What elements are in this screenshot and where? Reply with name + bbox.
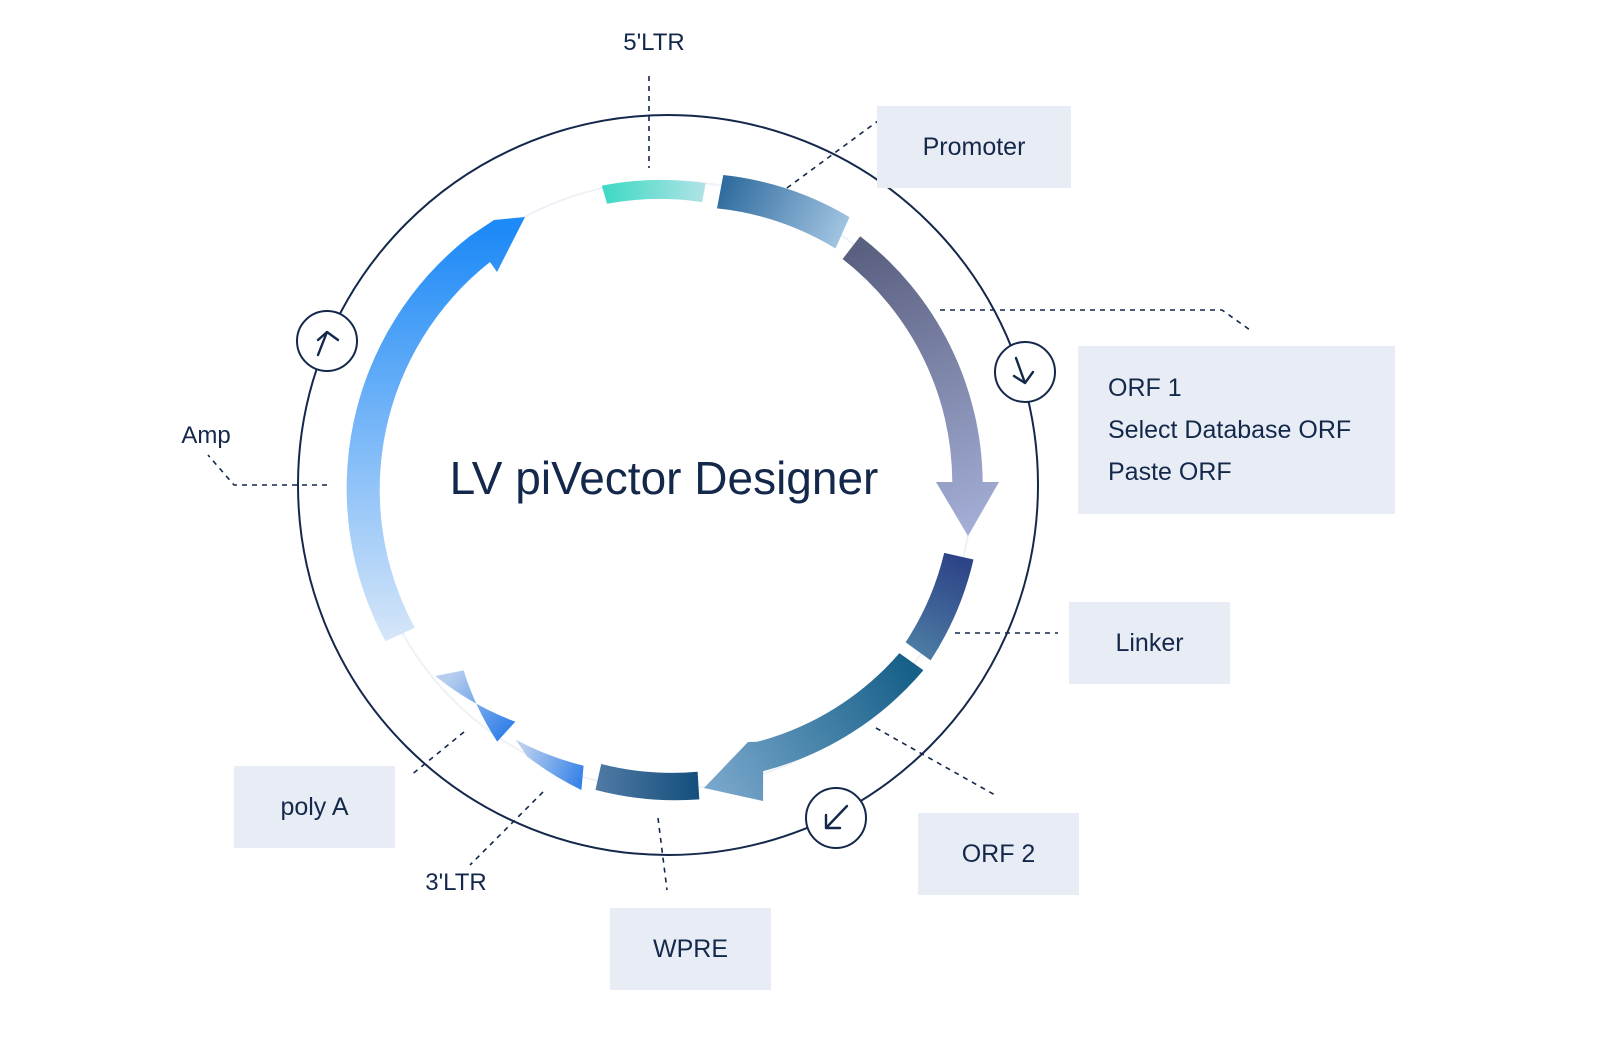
label-5ltr[interactable]: 5'LTR bbox=[623, 29, 685, 56]
label-3ltr[interactable]: 3'LTR bbox=[425, 869, 487, 896]
orf1-direction-toggle[interactable] bbox=[994, 341, 1056, 403]
box-promoter[interactable]: Promoter bbox=[877, 106, 1071, 188]
orf1-title[interactable]: ORF 1 bbox=[1108, 374, 1182, 402]
segment-amp[interactable] bbox=[346, 217, 525, 642]
segment-5ltr[interactable] bbox=[601, 179, 706, 204]
page-title: LV piVector Designer bbox=[450, 452, 879, 504]
box-polya[interactable]: poly A bbox=[234, 766, 395, 848]
box-orf2[interactable]: ORF 2 bbox=[918, 813, 1079, 895]
leader-orf1 bbox=[940, 309, 1251, 331]
leader-ltr3 bbox=[469, 791, 544, 866]
segment-linker[interactable] bbox=[905, 552, 974, 661]
leader-wpre bbox=[657, 817, 668, 891]
box-orf1[interactable]: ORF 1 Select Database ORF Paste ORF bbox=[1078, 346, 1395, 514]
box-linker[interactable]: Linker bbox=[1069, 602, 1230, 684]
leader-polya bbox=[409, 731, 465, 777]
segment-orf2[interactable] bbox=[704, 653, 924, 801]
arrow-down-left-icon bbox=[824, 804, 849, 830]
leader-promoter bbox=[786, 117, 883, 189]
segment-promoter[interactable] bbox=[717, 175, 850, 249]
label-amp[interactable]: Amp bbox=[181, 422, 230, 449]
backbone-outer-ring bbox=[297, 114, 1039, 856]
segment-polya[interactable] bbox=[435, 670, 516, 742]
leader-orf2 bbox=[875, 727, 996, 796]
segment-3ltr[interactable] bbox=[515, 739, 584, 790]
arrow-up-icon bbox=[316, 330, 340, 357]
segment-orf1[interactable] bbox=[842, 236, 999, 536]
orf2-direction-toggle[interactable] bbox=[805, 787, 867, 849]
box-wpre[interactable]: WPRE bbox=[610, 908, 771, 990]
paste-orf-option[interactable]: Paste ORF bbox=[1108, 458, 1232, 486]
leader-amp bbox=[207, 454, 327, 486]
amp-direction-toggle[interactable] bbox=[296, 310, 358, 372]
segment-wpre[interactable] bbox=[595, 764, 700, 801]
select-database-orf-option[interactable]: Select Database ORF bbox=[1108, 416, 1352, 444]
arrow-down-icon bbox=[1012, 356, 1035, 385]
leader-lines bbox=[207, 76, 1251, 891]
